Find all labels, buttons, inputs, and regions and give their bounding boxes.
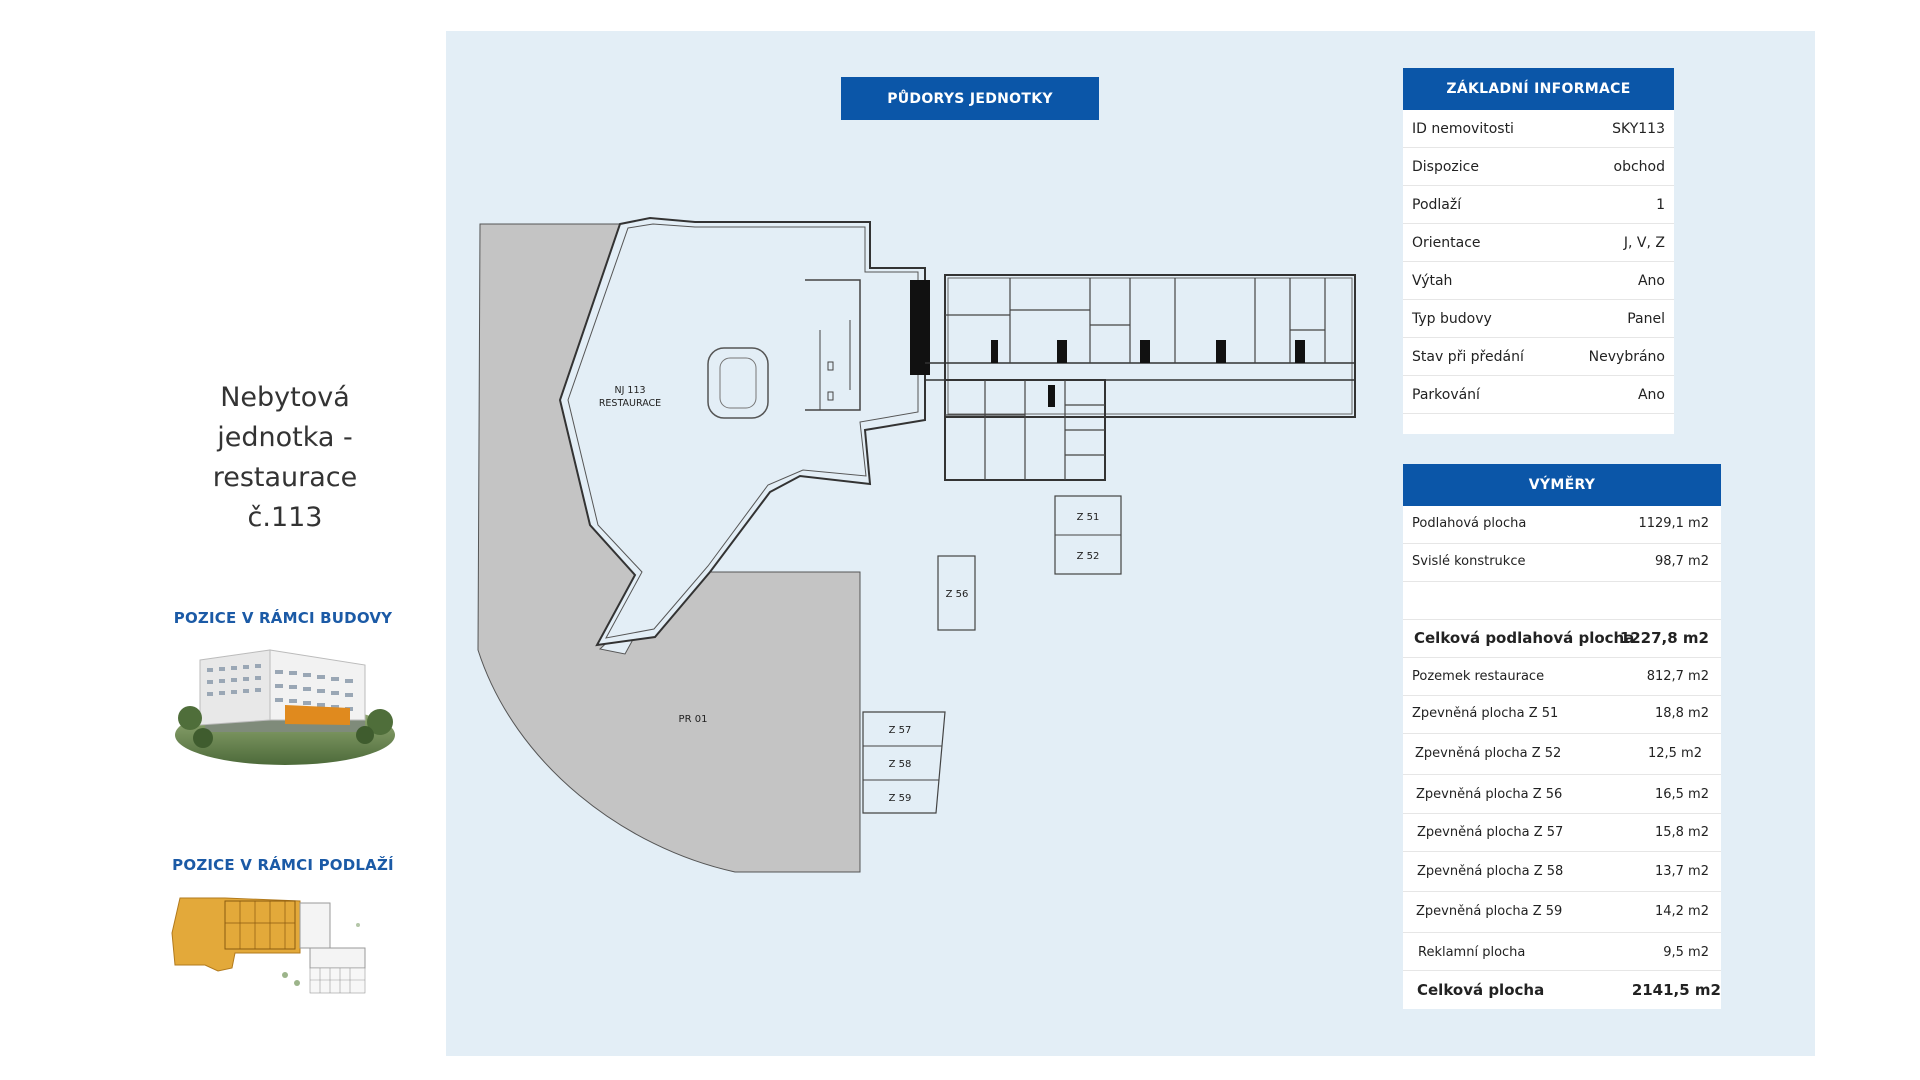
unit-title-line: Nebytová [220, 382, 350, 413]
info-label: ID nemovitosti [1412, 120, 1514, 137]
area-row: Zpevněná plocha Z 51 18,8 m2 [1403, 696, 1721, 734]
area-label: Celková plocha [1417, 981, 1545, 999]
area-row: Reklamní plocha 9,5 m2 [1403, 933, 1721, 971]
info-label: Stav při předání [1412, 348, 1524, 365]
area-value: 98,7 m2 [1654, 554, 1709, 569]
z51-label: Z 51 [1077, 512, 1100, 523]
floorplan: Z 51 Z 52 Z 56 Z 57 Z 58 Z 59 NJ 113 RES… [477, 216, 1356, 873]
area-value: 1227,8 m2 [1619, 629, 1709, 647]
unit-label: NJ 113 [614, 385, 645, 396]
z59-label: Z 59 [889, 793, 912, 804]
area-label: Zpevněná plocha Z 57 [1417, 825, 1564, 840]
area-value: 12,5 m2 [1647, 746, 1702, 761]
info-value: Panel [1627, 310, 1665, 327]
area-row-empty [1403, 582, 1721, 620]
area-row: Podlahová plocha 1129,1 m2 [1403, 506, 1721, 544]
floorplan-heading: PŮDORYS JEDNOTKY [841, 77, 1099, 120]
z58-label: Z 58 [889, 759, 912, 770]
z57-label: Z 57 [889, 725, 912, 736]
area-label: Pozemek restaurace [1412, 669, 1545, 684]
pr01-label: PR 01 [679, 714, 708, 725]
info-label: Podlaží [1412, 196, 1462, 213]
area-label: Reklamní plocha [1418, 945, 1526, 960]
area-row: Zpevněná plocha Z 58 13,7 m2 [1403, 852, 1721, 892]
area-row: Zpevněná plocha Z 56 16,5 m2 [1403, 775, 1721, 814]
info-value: Nevybráno [1588, 348, 1665, 365]
info-value: Ano [1637, 386, 1665, 403]
info-row: Dispozice obchod [1403, 148, 1674, 186]
area-label: Zpevněná plocha Z 52 [1415, 746, 1562, 761]
area-row: Zpevněná plocha Z 52 12,5 m2 [1403, 734, 1721, 775]
info-label: Orientace [1412, 234, 1481, 251]
info-row: Stav při předání Nevybráno [1403, 338, 1674, 376]
area-value: 18,8 m2 [1654, 706, 1709, 721]
area-value: 15,8 m2 [1654, 825, 1709, 840]
area-value: 812,7 m2 [1646, 669, 1709, 684]
z52-label: Z 52 [1077, 551, 1100, 562]
building-position-image [175, 649, 395, 765]
area-label: Svislé konstrukce [1412, 554, 1526, 569]
area-row: Zpevněná plocha Z 59 14,2 m2 [1403, 892, 1721, 933]
floor-position-image [171, 897, 366, 994]
floor-position-heading: POZICE V RÁMCI PODLAŽÍ [172, 856, 394, 874]
info-label: Parkování [1412, 386, 1480, 403]
area-value: 2141,5 m2 [1631, 981, 1721, 999]
info-row: Výtah Ano [1403, 262, 1674, 300]
unit-title-line: jednotka - [217, 422, 353, 453]
unit-title-line: restaurace [212, 462, 358, 493]
area-row: Pozemek restaurace 812,7 m2 [1403, 658, 1721, 696]
area-row: Svislé konstrukce 98,7 m2 [1403, 544, 1721, 582]
area-value: 1129,1 m2 [1638, 516, 1709, 531]
area-value: 13,7 m2 [1654, 864, 1709, 879]
area-label: Zpevněná plocha Z 58 [1417, 864, 1564, 879]
info-row: ID nemovitosti SKY113 [1403, 110, 1674, 148]
z56-label: Z 56 [946, 589, 969, 600]
area-label: Zpevněná plocha Z 56 [1416, 787, 1563, 802]
info-value: Ano [1637, 272, 1665, 289]
area-row: Zpevněná plocha Z 57 15,8 m2 [1403, 814, 1721, 852]
info-row: Podlaží 1 [1403, 186, 1674, 224]
area-value: 16,5 m2 [1654, 787, 1709, 802]
info-value: J, V, Z [1623, 234, 1665, 251]
area-value: 14,2 m2 [1654, 904, 1709, 919]
unit-title-line: č.113 [247, 502, 323, 533]
info-value: SKY113 [1612, 120, 1665, 137]
info-row: Parkování Ano [1403, 376, 1674, 414]
building-position-heading: POZICE V RÁMCI BUDOVY [173, 609, 393, 627]
area-label: Zpevněná plocha Z 59 [1416, 904, 1563, 919]
info-label: Typ budovy [1412, 310, 1492, 327]
area-row-total: Celková plocha 2141,5 m2 [1403, 971, 1721, 1009]
info-label: Dispozice [1412, 158, 1479, 175]
area-label: Celková podlahová plocha [1414, 629, 1635, 647]
area-value: 9,5 m2 [1663, 945, 1709, 960]
info-label: Výtah [1412, 272, 1453, 289]
area-label: Podlahová plocha [1412, 516, 1527, 531]
info-value: 1 [1656, 196, 1665, 213]
area-label: Zpevněná plocha Z 51 [1412, 706, 1559, 721]
areas-table: VÝMĚRY Podlahová plocha 1129,1 m2 Svislé … [1403, 464, 1721, 1009]
basic-info-heading: ZÁKLADNÍ INFORMACE [1403, 68, 1674, 110]
info-value: obchod [1613, 158, 1665, 175]
info-row: Orientace J, V, Z [1403, 224, 1674, 262]
unit-type-label: RESTAURACE [599, 398, 661, 409]
areas-heading: VÝMĚRY [1403, 464, 1721, 506]
info-row: Typ budovy Panel [1403, 300, 1674, 338]
unit-title: Nebytová jednotka - restaurace č.113 [170, 378, 400, 538]
